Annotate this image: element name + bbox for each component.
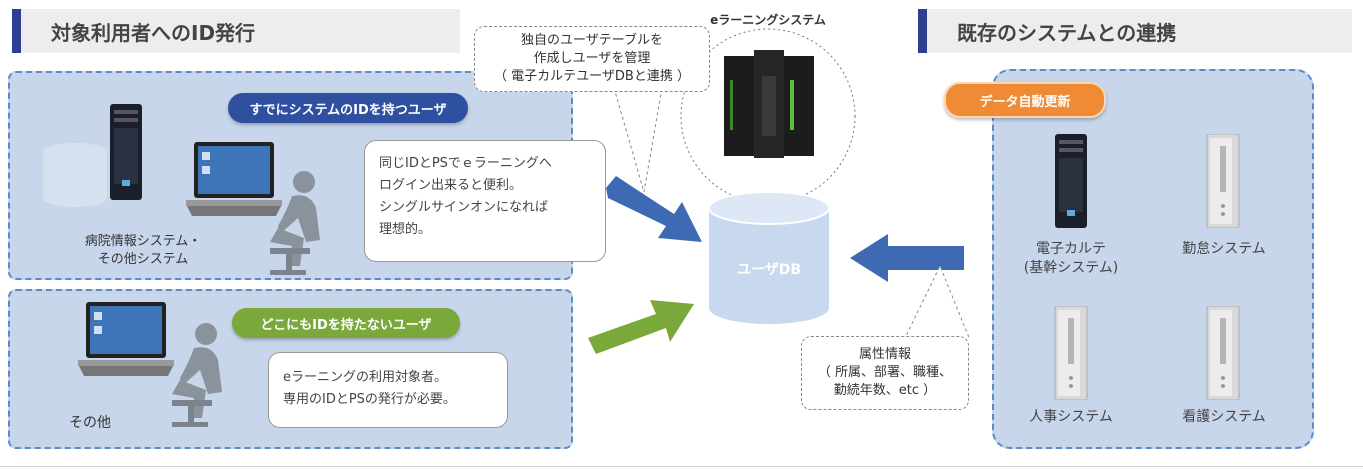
other-label-text: その他 xyxy=(69,415,111,431)
attendance-server-icon xyxy=(1206,134,1240,228)
hr-label: 人事システム xyxy=(1012,408,1130,427)
no-id-users-badge-label: どこにもIDを持たないユーザ xyxy=(260,317,432,333)
existing-note-line1: 同じIDとPSでｅラーニングへ xyxy=(379,156,552,171)
server-callout-line3: （ 電子カルテユーザDBと連携 ） xyxy=(494,69,690,84)
attendance-label: 勤怠システム xyxy=(1166,240,1282,259)
laptop-icon-2 xyxy=(78,302,174,376)
auto-update-badge: データ自動更新 xyxy=(944,82,1106,118)
ehr-label-line1: 電子カルテ xyxy=(1036,241,1106,257)
no-id-users-badge: どこにもIDを持たないユーザ xyxy=(232,308,460,338)
blue-arrow-from-systems xyxy=(850,234,964,282)
attribute-line1: 属性情報 xyxy=(858,347,911,362)
attribute-line3: 勤続年数、etc ） xyxy=(833,383,937,398)
server-label: eラーニングシステム xyxy=(688,12,848,28)
ehr-server-icon xyxy=(1055,134,1087,228)
right-section-title: 既存のシステムとの連携 xyxy=(957,20,1177,45)
attendance-label-text: 勤怠システム xyxy=(1182,241,1266,257)
seated-person-silhouette xyxy=(270,171,320,275)
existing-users-badge-label: すでにシステムのIDを持つユーザ xyxy=(249,102,447,118)
no-id-note-line1: eラーニングの利用対象者。 xyxy=(283,370,447,385)
seated-person-silhouette-2 xyxy=(172,323,222,427)
nursing-label: 看護システム xyxy=(1166,408,1282,427)
server-label-text: eラーニングシステム xyxy=(710,13,826,27)
server-rack-icon xyxy=(724,50,814,158)
existing-users-badge: すでにシステムのIDを持つユーザ xyxy=(228,93,468,123)
faint-cylinder-icon xyxy=(43,143,107,207)
hr-label-text: 人事システム xyxy=(1029,409,1113,425)
right-section-header: 既存のシステムとの連携 xyxy=(918,9,1352,53)
left-section-title: 対象利用者へのID発行 xyxy=(51,20,256,45)
hospital-system-label: 病院情報システム・ その他システム xyxy=(68,233,218,269)
user-db-cylinder-icon xyxy=(708,192,830,324)
other-label: その他 xyxy=(60,414,120,432)
auto-update-badge-label: データ自動更新 xyxy=(979,94,1071,110)
existing-note-line3: シングルサインオンになれば xyxy=(379,200,549,215)
hospital-system-label-line2: その他システム xyxy=(97,252,189,267)
bottom-divider xyxy=(0,466,1363,467)
existing-users-note: 同じIDとPSでｅラーニングへ ログイン出来ると便利。 シングルサインオンになれ… xyxy=(364,140,606,262)
attribute-callout: 属性情報 （ 所属、部署、職種、 勤続年数、etc ） xyxy=(801,336,969,410)
left-section-header: 対象利用者へのID発行 xyxy=(12,9,460,53)
green-arrow-to-db xyxy=(588,300,694,354)
desktop-tower-icon xyxy=(110,104,142,200)
hr-server-icon xyxy=(1054,306,1088,400)
existing-note-line2: ログイン出来ると便利。 xyxy=(379,178,523,193)
hospital-system-label-line1: 病院情報システム・ xyxy=(84,234,202,249)
server-callout-line2: 作成しユーザを管理 xyxy=(533,51,651,66)
attribute-line2: （ 所属、部署、職種、 xyxy=(817,365,953,380)
no-id-note-line2: 専用のIDとPSの発行が必要。 xyxy=(283,392,456,407)
user-db-label-text: ユーザDB xyxy=(736,262,801,278)
server-callout-line1: 独自のユーザテーブルを xyxy=(521,33,663,48)
laptop-icon xyxy=(186,142,282,216)
callout-pointer xyxy=(613,88,663,193)
server-callout: 独自のユーザテーブルを 作成しユーザを管理 （ 電子カルテユーザDBと連携 ） xyxy=(474,26,710,92)
existing-note-line4: 理想的。 xyxy=(379,222,432,237)
ehr-label: 電子カルテ (基幹システム) xyxy=(1010,240,1132,278)
no-id-users-note: eラーニングの利用対象者。 専用のIDとPSの発行が必要。 xyxy=(268,352,508,428)
attribute-callout-pointer xyxy=(903,264,971,341)
blue-arrow-to-db xyxy=(606,176,702,242)
nursing-label-text: 看護システム xyxy=(1182,409,1266,425)
user-db-label: ユーザDB xyxy=(720,261,818,279)
ehr-label-line2: (基幹システム) xyxy=(1023,260,1119,276)
nursing-server-icon xyxy=(1206,306,1240,400)
existing-systems-panel xyxy=(992,69,1314,449)
